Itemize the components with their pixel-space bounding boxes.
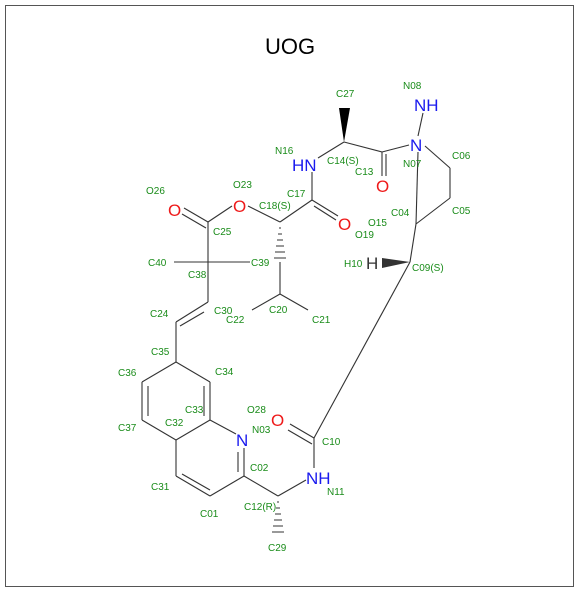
label-c37: C37 bbox=[118, 423, 137, 434]
bond-c25-o26-2 bbox=[181, 213, 207, 229]
bond-n07-c06 bbox=[424, 145, 451, 169]
atom-o-26: O bbox=[168, 201, 181, 220]
label-c05: C05 bbox=[452, 206, 471, 217]
label-c30: C30 bbox=[214, 306, 233, 317]
label-c21: C21 bbox=[312, 315, 331, 326]
label-c06: C06 bbox=[452, 151, 471, 162]
label-c02: C02 bbox=[250, 463, 269, 474]
label-c25: C25 bbox=[213, 227, 232, 238]
label-c22: C22 bbox=[226, 315, 245, 326]
bond-c14-c13 bbox=[343, 141, 383, 153]
bond-c05-c04 bbox=[415, 197, 451, 225]
bond-c32-c33 bbox=[175, 419, 211, 441]
label-n03: N03 bbox=[252, 425, 271, 436]
bond-c10-o28-2 bbox=[287, 429, 313, 445]
label-c38: C38 bbox=[188, 270, 207, 281]
label-c17: C17 bbox=[287, 189, 306, 200]
label-n11: N11 bbox=[327, 487, 345, 498]
label-n16: N16 bbox=[275, 146, 294, 157]
bond-c14-n16 bbox=[317, 141, 345, 159]
label-c13: C13 bbox=[355, 167, 374, 178]
bond-c18-o23 bbox=[247, 205, 281, 223]
bond-c04-c09 bbox=[409, 223, 417, 263]
bond-c17-c18 bbox=[279, 199, 313, 223]
label-o26: O26 bbox=[146, 186, 165, 197]
label-c31: C31 bbox=[151, 482, 170, 493]
atom-nh-11: NH bbox=[306, 469, 331, 488]
bond-n07-c04 bbox=[415, 151, 419, 225]
label-c18: C18(S) bbox=[259, 201, 291, 212]
bond-c31-c01-2 bbox=[181, 473, 211, 491]
label-c32: C32 bbox=[165, 418, 184, 429]
label-c12: C12(R) bbox=[244, 502, 276, 513]
diagram-title: UOG bbox=[265, 34, 315, 59]
atom-hn-16: HN bbox=[292, 156, 317, 175]
bond-c02-c12 bbox=[243, 475, 279, 497]
bond-c35-c34 bbox=[175, 361, 211, 383]
hash-bond-c12-c29 bbox=[272, 501, 284, 533]
bond-c30-c24 bbox=[175, 301, 209, 323]
atom-n-03: N bbox=[236, 431, 248, 450]
label-n08: N08 bbox=[403, 81, 422, 92]
atom-o-28: O bbox=[271, 411, 284, 430]
hash-bond-c18-c39 bbox=[274, 227, 286, 259]
label-c27: C27 bbox=[336, 89, 355, 100]
atom-h-10: H bbox=[366, 254, 378, 273]
bond-c35-c36 bbox=[141, 361, 177, 383]
label-c04: C04 bbox=[391, 208, 410, 219]
atom-o-23: O bbox=[233, 197, 246, 216]
label-c36: C36 bbox=[118, 368, 137, 379]
bond-c09-c10 bbox=[313, 261, 411, 439]
label-c09: C09(S) bbox=[412, 263, 444, 274]
bond-c20-c21 bbox=[279, 293, 309, 311]
label-c34: C34 bbox=[215, 367, 234, 378]
label-c20: C20 bbox=[269, 305, 288, 316]
atom-o-13: O bbox=[376, 177, 389, 196]
bond-c30-c24-2 bbox=[179, 311, 205, 327]
label-o15: O15 bbox=[368, 218, 387, 229]
label-h10: H10 bbox=[344, 259, 363, 270]
bond-c20-c22 bbox=[251, 293, 281, 311]
bond-n08-n07 bbox=[417, 112, 424, 137]
wedge-bond-c14-c27 bbox=[339, 108, 350, 142]
bonds bbox=[141, 108, 451, 533]
label-o19: O19 bbox=[355, 230, 374, 241]
wedge-bond-c09-h10 bbox=[382, 258, 410, 268]
atom-n-ring: N bbox=[410, 136, 422, 155]
atom-o-19: O bbox=[338, 215, 351, 234]
label-c35: C35 bbox=[151, 347, 170, 358]
bond-c01-c02 bbox=[209, 475, 245, 497]
bond-o23-c25 bbox=[207, 205, 233, 223]
bond-c13-n07 bbox=[381, 144, 410, 153]
label-c33: C33 bbox=[185, 405, 204, 416]
bond-c33-n03 bbox=[209, 419, 237, 435]
label-c24: C24 bbox=[150, 309, 169, 320]
bond-c17-o19-2 bbox=[313, 205, 337, 221]
label-c01: C01 bbox=[200, 509, 219, 520]
label-c39: C39 bbox=[251, 258, 270, 269]
label-c10: C10 bbox=[322, 437, 341, 448]
atom-labels: C27 N08 N16 C14(S) C13 N07 C06 O26 O23 C… bbox=[118, 81, 471, 554]
bond-c37-c32 bbox=[141, 419, 177, 441]
hetero-atoms: NH N HN O O O O H O N NH bbox=[168, 96, 439, 488]
bond-c31-c01 bbox=[175, 475, 211, 497]
label-o28: O28 bbox=[247, 405, 266, 416]
atom-nh-top: NH bbox=[414, 96, 439, 115]
bond-c17-o19 bbox=[311, 199, 339, 217]
label-c14: C14(S) bbox=[327, 156, 359, 167]
label-o23: O23 bbox=[233, 180, 252, 191]
label-n07: N07 bbox=[403, 159, 422, 170]
label-c40: C40 bbox=[148, 258, 167, 269]
bond-c25-o26 bbox=[183, 207, 209, 223]
bond-c10-o28 bbox=[289, 423, 315, 439]
label-c29: C29 bbox=[268, 543, 287, 554]
bond-c12-n11 bbox=[277, 479, 307, 497]
